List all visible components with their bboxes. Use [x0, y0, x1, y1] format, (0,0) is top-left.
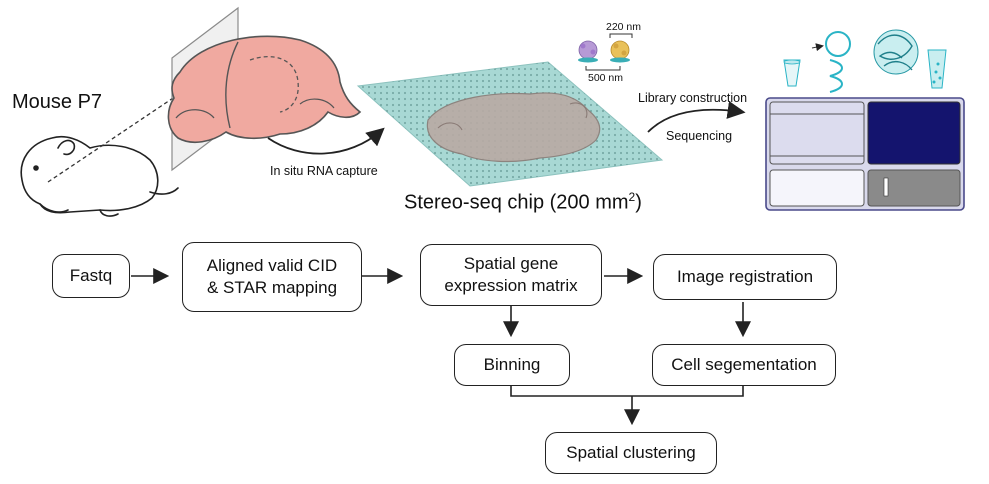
mouse-label: Mouse P7: [12, 91, 103, 113]
capture-arrow: [267, 127, 385, 155]
pipeline-connectors: [131, 268, 751, 426]
library-construction-label: Library construction: [638, 91, 748, 105]
aligned-mapping-line1: Aligned valid CID: [206, 256, 338, 275]
fastq-box: Fastq: [52, 254, 130, 298]
expression-matrix-line1: Spatial gene: [463, 254, 559, 273]
expression-matrix-line2: expression matrix: [444, 276, 578, 295]
image-registration-box: Image registration: [653, 254, 837, 300]
binning-label: Binning: [483, 355, 541, 374]
sequencing-arrow: [647, 101, 746, 133]
stereo-seq-chip: [356, 61, 664, 187]
cell-segmentation-label: Cell segementation: [671, 355, 817, 374]
chip-label-end: ): [635, 191, 642, 214]
fastq-label: Fastq: [69, 266, 113, 285]
library-construction-icon: [783, 29, 947, 93]
mouse-icon: [20, 135, 179, 217]
binning-box: Binning: [454, 344, 570, 386]
tissue-section: [426, 92, 601, 163]
capture-label: In situ RNA capture: [270, 164, 378, 178]
spatial-clustering-label: Spatial clustering: [566, 443, 696, 462]
chip-label: Stereo-seq chip (200 mm2): [404, 191, 642, 213]
sequencing-label: Sequencing: [666, 129, 733, 143]
capture-beads-icon: [578, 33, 633, 71]
cell-segmentation-box: Cell segementation: [652, 344, 836, 386]
bead-spacing-label: 220 nm: [606, 21, 642, 33]
bead-pitch-label: 500 nm: [588, 72, 624, 84]
spatial-clustering-box: Spatial clustering: [545, 432, 717, 474]
aligned-mapping-line2: & STAR mapping: [206, 278, 338, 297]
expression-matrix-box: Spatial gene expression matrix: [420, 244, 602, 306]
brain-icon: [167, 6, 362, 172]
aligned-mapping-box: Aligned valid CID & STAR mapping: [182, 242, 362, 312]
sequencer-icon: [765, 97, 965, 211]
chip-label-main: Stereo-seq chip (200 mm: [404, 191, 629, 214]
chip-label-superscript: 2: [628, 190, 636, 204]
projection-line: [47, 86, 191, 183]
image-registration-label: Image registration: [676, 267, 814, 286]
